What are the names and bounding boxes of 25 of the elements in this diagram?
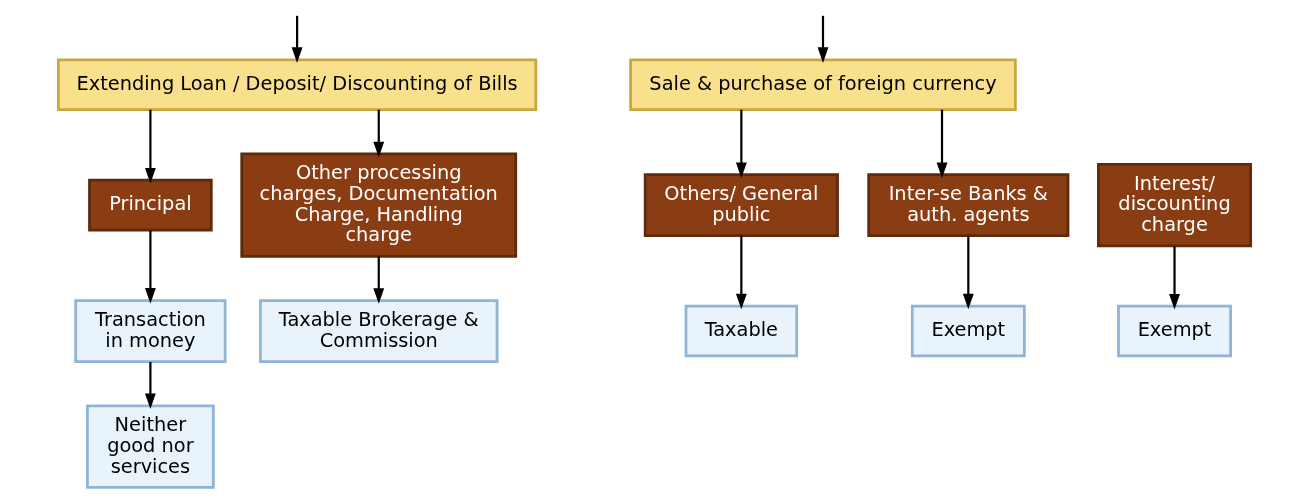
arrow [735, 109, 747, 178]
arrow [373, 255, 385, 304]
node-box: Sale & purchase of foreign currency [629, 57, 1017, 111]
node-box: Transaction in money [74, 298, 227, 363]
arrow [962, 235, 974, 309]
arrow [936, 109, 948, 178]
node-box: Taxable [684, 304, 799, 357]
arrow [144, 230, 156, 304]
node-box: Principal [88, 178, 213, 231]
arrow [144, 109, 156, 184]
node-box: Extending Loan / Deposit/ Discounting of Bills [56, 57, 538, 111]
node-box: Neither good nor services [86, 403, 215, 489]
node-box: Interest/ discounting charge [1097, 162, 1253, 247]
arrow [1169, 245, 1180, 309]
arrow [144, 361, 156, 409]
node-box: Others/ General public [643, 172, 839, 237]
arrow [373, 109, 385, 157]
arrow [817, 15, 829, 63]
node-box: Inter-se Banks & auth. agents [867, 172, 1070, 237]
node-box: Other processing charges, Documentation Charge, Handling charge [240, 152, 518, 258]
arrow [291, 15, 303, 63]
arrow [735, 235, 747, 309]
node-box: Exempt [910, 304, 1026, 357]
node-box: Taxable Brokerage & Commission [259, 298, 499, 363]
node-box: Exempt [1117, 304, 1232, 357]
